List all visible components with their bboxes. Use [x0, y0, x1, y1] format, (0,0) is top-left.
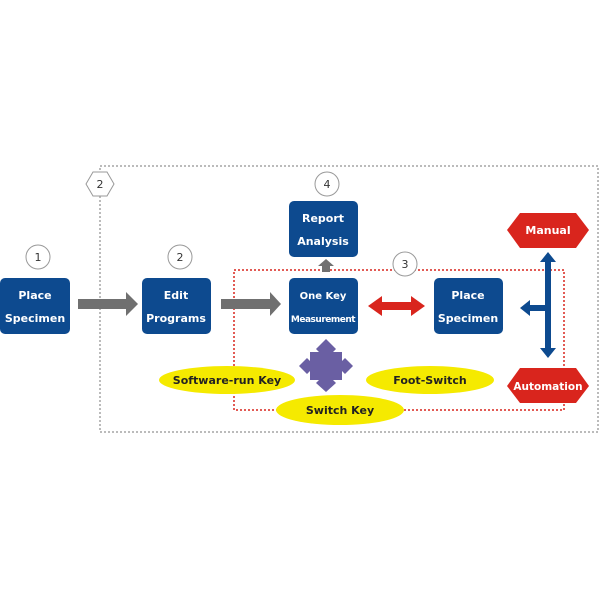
box-label: Programs: [146, 312, 206, 325]
box-place-specimen: Place Specimen: [0, 278, 70, 334]
mode-label: Manual: [525, 224, 570, 237]
box-label: Specimen: [438, 312, 498, 325]
box-label: One Key: [300, 291, 347, 302]
mode-manual: Manual: [507, 213, 589, 248]
key-label: Foot-Switch: [393, 374, 466, 387]
step-circle-4: 4: [314, 171, 340, 197]
step-circle-2: 2: [167, 244, 193, 270]
arrow-right-icon: [78, 292, 138, 316]
box-label: Report: [302, 212, 344, 225]
arrow-right-icon: [221, 292, 281, 316]
step-number: 4: [324, 178, 331, 191]
key-foot-switch: Foot-Switch: [366, 366, 494, 394]
arrow-up-icon: [318, 259, 334, 272]
blue-branch-arrow-icon: [520, 252, 556, 358]
box-label: Analysis: [297, 235, 349, 248]
step-number: 3: [402, 258, 409, 271]
key-label: Software-run Key: [173, 374, 281, 387]
box-one-key-measurement: One Key Measurement: [289, 278, 358, 334]
mode-label: Automation: [513, 381, 582, 393]
step-hexagon-2: 2: [85, 171, 115, 197]
step-circle-1: 1: [25, 244, 51, 270]
box-label: Measurement: [291, 315, 356, 325]
step-circle-3: 3: [392, 251, 418, 277]
box-edit-programs: Edit Programs: [142, 278, 211, 334]
step-number: 2: [177, 251, 184, 264]
box-label: Place: [18, 289, 51, 302]
box-place-specimen-2: Place Specimen: [434, 278, 503, 334]
key-switch: Switch Key: [276, 395, 404, 425]
step-number: 1: [35, 251, 42, 264]
box-label: Specimen: [5, 312, 65, 325]
box-label: Edit: [164, 289, 188, 302]
step-number: 2: [97, 178, 104, 191]
double-arrow-icon: [368, 296, 425, 316]
mode-automation: Automation: [507, 368, 589, 403]
box-report-analysis: Report Analysis: [289, 201, 358, 257]
key-software-run: Software-run Key: [159, 366, 295, 394]
key-label: Switch Key: [306, 404, 374, 417]
four-way-arrow-icon: [299, 339, 353, 392]
outer-dotted-frame: [99, 165, 599, 433]
box-label: Place: [451, 289, 484, 302]
